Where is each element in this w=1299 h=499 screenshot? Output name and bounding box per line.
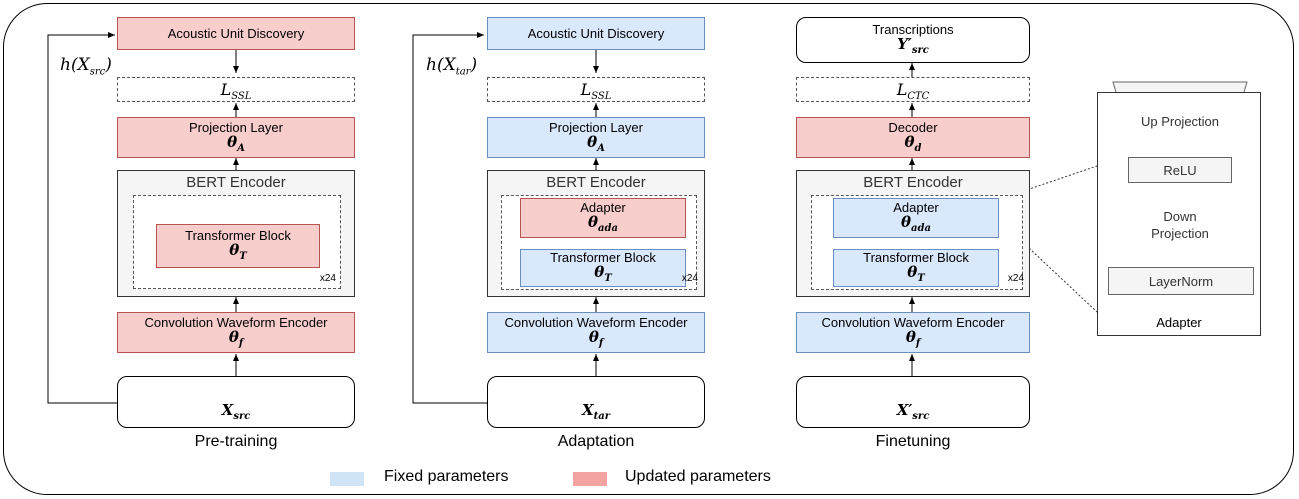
repeat-label: x24 (319, 273, 336, 284)
decoder-finetuning: Decoder θd (796, 117, 1030, 158)
encoder-title: BERT Encoder (546, 174, 646, 191)
loss-box-finetuning: LCTC (796, 77, 1030, 102)
caption-finetuning: Finetuning (875, 433, 951, 450)
h-label-adaptation: h(Xtar) (426, 55, 478, 78)
conv-waveform-encoder-adaptation: Convolution Waveform Encoder θf (487, 312, 705, 353)
skip-arrow-pretraining (47, 32, 117, 404)
repeat-region: Adapter θada Transformer Block θT x24 (501, 195, 698, 290)
legend-swatch-updated (573, 472, 607, 486)
loss-label: LSSL (220, 80, 252, 103)
repeat-label: x24 (681, 273, 698, 284)
legend-swatch-fixed (330, 472, 364, 486)
encoder-title: BERT Encoder (186, 174, 286, 191)
loss-box-pretraining: LSSL (117, 77, 355, 102)
conv-waveform-encoder-pretraining: Convolution Waveform Encoder θf (117, 312, 355, 353)
adapter-adaptation: Adapter θada (520, 198, 686, 238)
caption-adaptation: Adaptation (557, 433, 635, 450)
bert-encoder-pretraining: BERT Encoder Transformer Block θT x24 (117, 170, 355, 297)
legend-label-fixed: Fixed parameters (384, 468, 509, 485)
diagram-frame (3, 3, 1294, 495)
projection-layer-pretraining: Projection Layer θA (117, 117, 355, 158)
up-projection-label: Up Projection (1140, 113, 1220, 129)
repeat-region: Transformer Block θT x24 (133, 195, 341, 289)
box-label: Acoustic Unit Discovery (167, 26, 305, 41)
relu-box: ReLU (1128, 157, 1232, 183)
repeat-label: x24 (1007, 273, 1024, 284)
projection-layer-adaptation: Projection Layer θA (487, 117, 705, 158)
repeat-region: Adapter θada Transformer Block θT x24 (811, 195, 1024, 290)
loss-box-adaptation: LSSL (487, 77, 705, 102)
waveform-input-adaptation: Xtar (487, 376, 705, 428)
bert-encoder-adaptation: BERT Encoder Adapter θada Transformer Bl… (487, 170, 705, 297)
h-label-pretraining: h(Xsrc) (60, 55, 112, 78)
transformer-block-finetuning: Transformer Block θT (833, 249, 999, 287)
loss-label: LCTC (896, 80, 930, 103)
loss-label: LSSL (580, 80, 612, 103)
waveform-input-pretraining: Xsrc (117, 376, 355, 428)
conv-waveform-encoder-finetuning: Convolution Waveform Encoder θf (796, 312, 1030, 353)
caption-pretraining: Pre-training (194, 433, 278, 450)
layernorm-box: LayerNorm (1108, 267, 1254, 295)
encoder-title: BERT Encoder (863, 174, 963, 191)
down-projection-label: Down Projection (1151, 209, 1209, 241)
acoustic-unit-discovery-pretraining: Acoustic Unit Discovery (117, 17, 355, 50)
acoustic-unit-discovery-adaptation: Acoustic Unit Discovery (487, 17, 705, 50)
bert-encoder-finetuning: BERT Encoder Adapter θada Transformer Bl… (796, 170, 1030, 297)
waveform-input-finetuning: X′src (796, 376, 1030, 428)
adapter-finetuning: Adapter θada (833, 198, 999, 238)
transformer-block-adaptation: Transformer Block θT (520, 249, 686, 287)
adapter-detail-panel: Up Projection ReLU Down Projection Layer… (1097, 92, 1261, 336)
legend-label-updated: Updated parameters (625, 468, 771, 485)
skip-arrow-adaptation (412, 32, 487, 404)
transcriptions-box: Transcriptions Y′src (796, 17, 1030, 63)
transformer-block-pretraining: Transformer Block θT (156, 224, 320, 268)
adapter-panel-caption: Adapter (1156, 314, 1202, 330)
